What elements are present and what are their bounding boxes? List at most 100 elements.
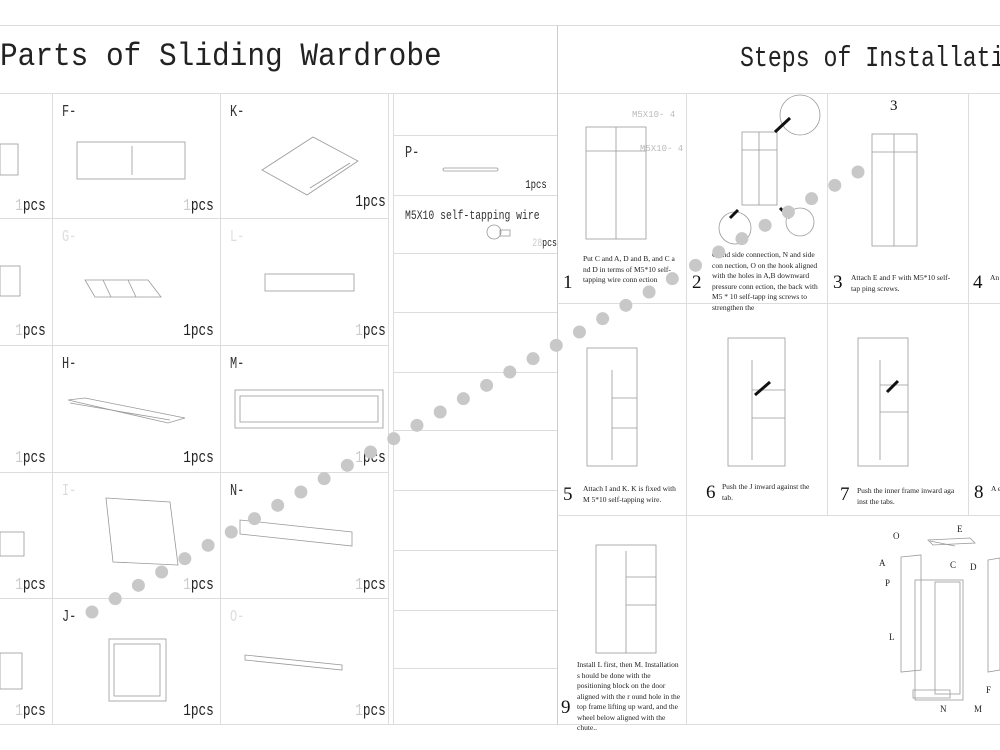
step-3-number: 3 <box>833 272 843 293</box>
step-8-number: 8 <box>974 482 984 503</box>
divider <box>0 218 388 219</box>
divider <box>0 472 388 473</box>
divider <box>393 93 394 724</box>
exploded-label-n: N <box>940 704 947 714</box>
qty: 1 <box>525 178 531 192</box>
unit: pcs <box>363 702 386 721</box>
part-qty: 1pcs <box>15 322 46 341</box>
part-qty: 1pcs <box>183 702 214 721</box>
step-5-text: Attach I and K. K is fixed with M 5*10 s… <box>583 484 676 504</box>
callout: M5X10- 4 <box>632 110 676 120</box>
part-label: H- <box>62 355 77 374</box>
unit: pcs <box>191 449 214 468</box>
divider <box>393 195 557 196</box>
qty: 1 <box>15 322 24 341</box>
step-7-number: 7 <box>840 484 850 505</box>
qty: 1 <box>183 576 192 595</box>
parts-title: Parts of Sliding Wardrobe <box>0 38 442 75</box>
qty: 1 <box>355 702 364 721</box>
part-qty: 1pcs <box>15 449 46 468</box>
part-label: F- <box>62 103 77 122</box>
part-label-screw: M5X10 self-tapping wire <box>405 208 540 223</box>
part-qty: 1pcs <box>355 193 386 212</box>
callout: M5X10- 4 <box>640 144 684 154</box>
qty: 1 <box>183 322 192 341</box>
part-cell-l: L-1pcs <box>220 218 388 344</box>
step-3-text: Attach E and F with M5*10 self-tap ping … <box>851 273 951 293</box>
part-qty: 1pcs <box>183 576 214 595</box>
divider <box>393 430 557 431</box>
divider <box>220 93 221 724</box>
step-9-number: 9 <box>561 697 571 718</box>
divider <box>686 93 687 515</box>
part-label-p: P- <box>405 144 420 163</box>
step-2-text: O and side connection, N and side con ne… <box>712 250 818 312</box>
divider <box>827 93 828 515</box>
unit: pcs <box>23 322 46 341</box>
exploded-label-a: A <box>879 558 886 568</box>
part-qty-p: 1pcs <box>525 178 547 192</box>
qty: 1 <box>355 576 364 595</box>
divider <box>393 372 557 373</box>
divider <box>393 610 557 611</box>
divider <box>393 490 557 491</box>
part-cell-f: F- 1pcs <box>52 93 220 219</box>
qty: 1 <box>183 449 192 468</box>
part-cell-col0-r3: 1pcs <box>0 472 52 598</box>
qty: 1 <box>15 576 24 595</box>
unit: pcs <box>530 178 547 192</box>
divider <box>557 25 558 725</box>
part-qty: 1pcs <box>15 197 46 216</box>
qty: 1 <box>355 449 364 468</box>
qty: 1 <box>355 322 364 341</box>
part-qty: 1pcs <box>355 322 386 341</box>
divider <box>393 253 557 254</box>
part-cell-o: O- 1pcs <box>220 598 388 724</box>
part-cell-col0-r2: 1pcs <box>0 345 52 471</box>
exploded-label-p: P <box>885 578 891 588</box>
unit: pcs <box>23 702 46 721</box>
part-qty: 1pcs <box>15 576 46 595</box>
unit: pcs <box>191 576 214 595</box>
unit: pcs <box>23 576 46 595</box>
unit: pcs <box>363 576 386 595</box>
step-4-number: 4 <box>973 272 983 293</box>
unit: pcs <box>191 322 214 341</box>
unit: pcs <box>191 197 214 216</box>
part-cell-k: K- 1pcs <box>220 93 388 219</box>
part-qty: 1pcs <box>183 449 214 468</box>
qty: 1 <box>183 197 192 216</box>
exploded-label-f: F <box>986 685 992 695</box>
part-qty: 1pcs <box>183 197 214 216</box>
part-label: K- <box>230 103 245 122</box>
qty: 1 <box>15 197 24 216</box>
part-cell-i: I-1pcs <box>52 472 220 598</box>
divider <box>393 312 557 313</box>
step-2-number: 2 <box>692 272 702 293</box>
part-qty: 1pcs <box>183 322 214 341</box>
unit: pcs <box>542 238 557 250</box>
exploded-label-d: D <box>970 562 977 572</box>
unit: pcs <box>23 197 46 216</box>
qty: 1 <box>15 449 24 468</box>
step-8-text: A ev <box>991 484 1000 493</box>
divider <box>0 93 1000 94</box>
part-cell-col0-r4: 1pcs <box>0 598 52 724</box>
part-qty: 1pcs <box>355 702 386 721</box>
divider <box>393 550 557 551</box>
step-1-number: 1 <box>563 272 573 293</box>
steps-title: Steps of Installation <box>740 42 1000 75</box>
qty: 1 <box>355 193 364 212</box>
divider <box>388 93 389 724</box>
qty: 1 <box>183 702 192 721</box>
step-4-text: An pi <box>990 273 1000 282</box>
exploded-label-e: E <box>957 524 963 534</box>
step-6-text: Push the J inward against the tab. <box>722 482 810 502</box>
divider <box>0 724 1000 725</box>
part-label: O- <box>230 608 245 627</box>
divider <box>686 515 687 724</box>
step-1-text: Put C and A, D and B, and C a nd D in te… <box>583 254 675 284</box>
exploded-label-l: L <box>889 632 895 642</box>
divider <box>0 25 1000 26</box>
